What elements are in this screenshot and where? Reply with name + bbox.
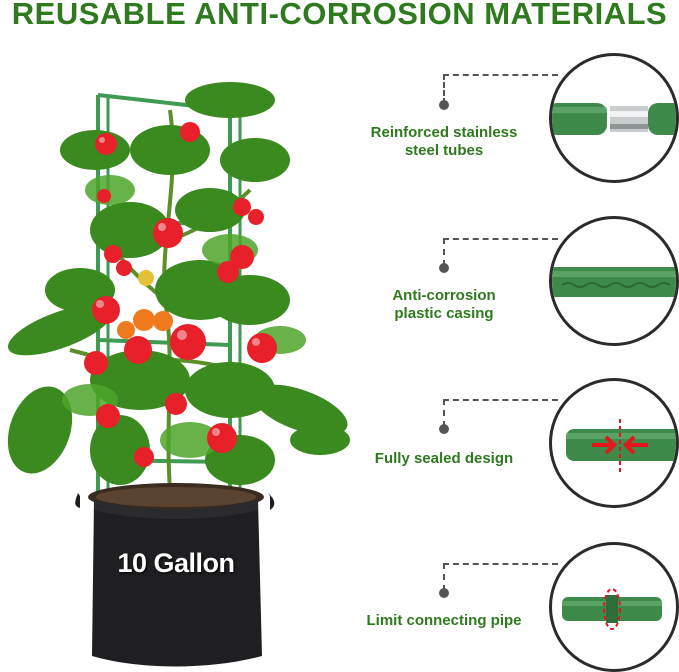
feature-label-line: plastic casing (394, 305, 494, 322)
leader-line (443, 399, 558, 401)
leader-line (443, 238, 445, 266)
leader-dot (439, 100, 449, 110)
leader-line (443, 399, 445, 427)
feature-label-line: Anti-corrosion (392, 287, 496, 304)
leader-dot (439, 424, 449, 434)
feature-label-connecting-pipe: Limit connecting pipe (334, 612, 554, 630)
feature-label-line: steel tubes (404, 142, 484, 159)
feature-label-line: Reinforced stainless (370, 124, 518, 141)
tomato-plant-illustration (7, 82, 350, 667)
leader-dot (439, 588, 449, 598)
tomatoes (84, 122, 277, 467)
leader-line (443, 238, 558, 240)
leader-line (443, 563, 558, 565)
feature-label-plastic-casing: Anti-corrosion plastic casing (334, 287, 554, 323)
feature-label-line: Fully sealed design (374, 450, 514, 467)
bag-size-label: 10 Gallon (117, 548, 235, 578)
leader-line (443, 74, 445, 104)
steel-tube-detail (549, 53, 679, 183)
sealed-design-detail (549, 378, 679, 508)
leader-line (443, 563, 445, 591)
page-title: REUSABLE ANTI-CORROSION MATERIALS (11, 0, 668, 31)
feature-label-line: Limit connecting pipe (366, 612, 522, 629)
grow-bag (75, 483, 275, 667)
feature-label-sealed-design: Fully sealed design (334, 450, 554, 468)
leader-line (443, 74, 558, 76)
leader-dot (439, 263, 449, 273)
plastic-casing-detail (549, 216, 679, 346)
connecting-pipe-detail (549, 542, 679, 672)
feature-label-steel-tubes: Reinforced stainless steel tubes (334, 124, 554, 160)
